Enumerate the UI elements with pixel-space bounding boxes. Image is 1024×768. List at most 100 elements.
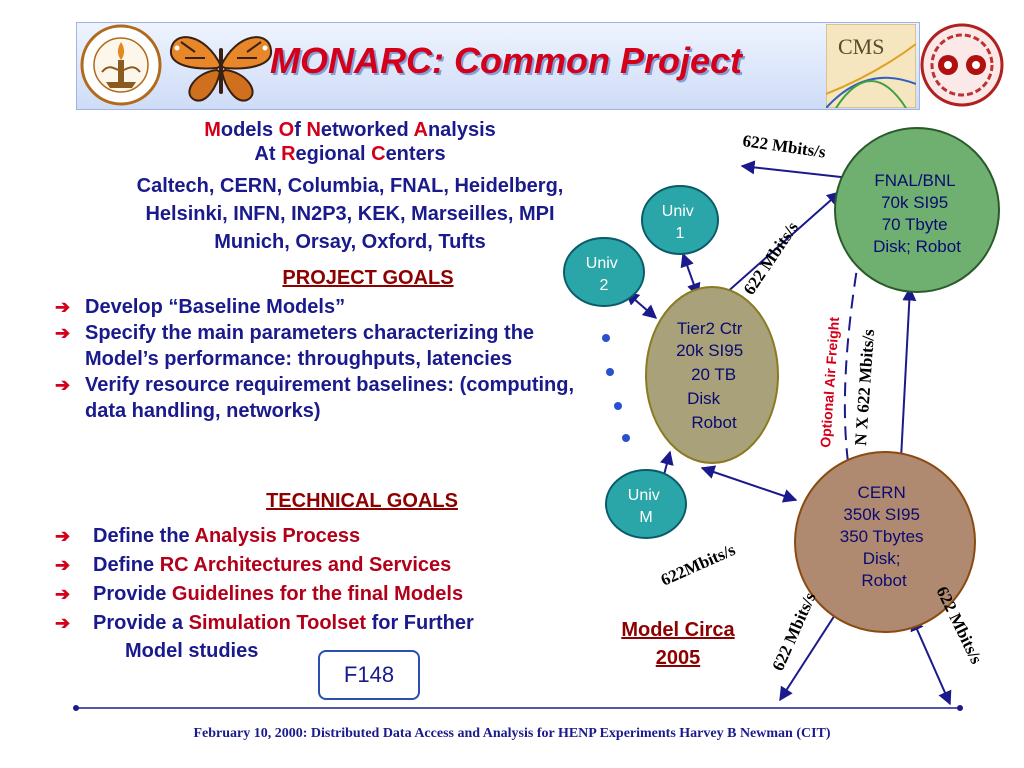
cms-logo-text: CMS	[838, 34, 884, 59]
model-circa-line-2: 2005	[655, 647, 701, 669]
technical-goal-highlight: Analysis Process	[194, 525, 361, 547]
technical-goal-text: Define	[93, 554, 160, 576]
footer-text: February 10, 2000: Distributed Data Acce…	[193, 726, 831, 741]
acronym-word: nalysis	[427, 119, 496, 141]
right-arrow-icon: ➔	[55, 555, 71, 575]
acronym-initial: C	[371, 143, 386, 165]
svg-text:FNAL/BNL 70k SI95: FNAL/BNL 70k SI95 70 Tbyte Disk; Robot	[873, 171, 961, 256]
svg-text:Univ 1: Univ 1	[662, 203, 698, 242]
technical-goal-highlight: Simulation Toolset	[188, 612, 367, 634]
technical-goals-list: ➔ Define the Analysis Process ➔ Define R…	[55, 522, 615, 664]
caltech-seal-logo	[80, 24, 162, 106]
institutes-line-3: Munich, Orsay, Oxford, Tufts	[214, 231, 486, 253]
project-goal-text: Verify resource requirement baselines: (…	[85, 374, 575, 422]
acronym-initial: N	[306, 119, 321, 141]
link-cern-to-fnal	[893, 286, 917, 480]
acronym-word: odels	[220, 119, 279, 141]
cern-node: CERN 350k SI95 350 Tbytes Disk; Robot	[794, 451, 976, 633]
tier2-line: 20k SI95	[676, 341, 743, 360]
fnal-line: FNAL/BNL	[874, 171, 955, 190]
fnal-line: 70k SI95	[881, 193, 948, 212]
acronym-initial: M	[204, 119, 221, 141]
fnal-line: 70 Tbyte	[882, 215, 948, 234]
cms-logo: CMS	[826, 24, 916, 108]
univ-1-node: Univ 1	[641, 185, 719, 255]
link-label-top: 622 Mbits/s	[741, 131, 827, 162]
footer-divider-end	[957, 705, 963, 711]
svg-text:Univ M: Univ M	[628, 487, 664, 526]
ellipsis-dot	[614, 402, 622, 410]
fnal-line: Disk; Robot	[873, 237, 961, 256]
technical-goal-highlight: RC Architectures and Services	[159, 554, 452, 576]
model-circa-caption: Model Circa 2005	[598, 616, 758, 672]
cern-line: 350k SI95	[843, 505, 920, 524]
detector-logo	[920, 23, 1004, 107]
f148-label-box: F148	[318, 650, 420, 700]
optional-air-freight-path	[843, 248, 865, 463]
project-goal-text: Specify the main parameters characterizi…	[85, 322, 535, 370]
project-goal-text: Develop “Baseline Models”	[85, 296, 346, 318]
technical-goal-text: Define the	[93, 525, 195, 547]
acronym-line-2: At Regional Centers	[30, 142, 670, 166]
project-goal-item: ➔ Specify the main parameters characteri…	[55, 320, 595, 372]
cern-line: 350 Tbytes	[840, 527, 924, 546]
right-arrow-icon: ➔	[55, 584, 71, 604]
link-tier2-to-cern	[700, 465, 798, 503]
link-cern-down-left	[779, 602, 843, 702]
right-arrow-icon: ➔	[55, 297, 71, 317]
cern-line: CERN	[858, 483, 906, 502]
footer-divider-end	[73, 705, 79, 711]
technical-goal-item: ➔ Provide Guidelines for the final Model…	[55, 580, 615, 609]
participating-institutes: Caltech, CERN, Columbia, FNAL, Heidelber…	[30, 172, 670, 256]
project-goals-heading: PROJECT GOALS	[282, 267, 454, 289]
acronym-word: etworked	[320, 119, 414, 141]
svg-text:Univ 2: Univ 2	[586, 255, 622, 294]
acronym-initial: A	[413, 119, 428, 141]
institutes-line-1: Caltech, CERN, Columbia, FNAL, Heidelber…	[136, 175, 564, 197]
project-goal-item: ➔ Develop “Baseline Models”	[55, 294, 595, 320]
link-label-cern-right: 622 Mbits/s	[932, 583, 986, 667]
technical-goal-item: ➔ Provide a Simulation Toolset for Furth…	[55, 609, 615, 638]
right-arrow-icon: ➔	[55, 526, 71, 546]
institutes-line-2: Helsinki, INFN, IN2P3, KEK, Marseilles, …	[145, 203, 555, 225]
right-arrow-icon: ➔	[55, 323, 71, 343]
link-cern-down-right	[910, 616, 952, 706]
acronym-word: f	[294, 119, 307, 141]
technical-goal-continuation: Model studies	[125, 640, 259, 662]
tier2-line: Disk	[687, 389, 721, 408]
tier2-line: Robot	[691, 413, 737, 432]
fnal-bnl-node: FNAL/BNL 70k SI95 70 Tbyte Disk; Robot	[834, 127, 1000, 293]
right-arrow-icon: ➔	[55, 375, 71, 395]
link-label-tier2-fnal: 622 Mbits/s	[740, 218, 803, 298]
acronym-line-1: Models Of Networked Analysis	[30, 118, 670, 142]
acronym-initial: R	[281, 143, 296, 165]
link-tier2-to-fnal	[714, 191, 842, 303]
univ-m-node: Univ M	[605, 469, 687, 539]
project-goal-item: ➔ Verify resource requirement baselines:…	[55, 372, 595, 424]
technical-goal-item: ➔ Define the Analysis Process	[55, 522, 615, 551]
cern-line: Robot	[861, 571, 907, 590]
cern-line: Disk;	[863, 549, 901, 568]
project-goals-list: ➔ Develop “Baseline Models” ➔ Specify th…	[55, 294, 595, 424]
technical-goal-text: Provide a	[93, 612, 189, 634]
tier2-line: Tier2 Ctr	[677, 319, 743, 338]
technical-goal-highlight: Guidelines for the final Models	[171, 583, 464, 605]
technical-goals-heading: TECHNICAL GOALS	[266, 490, 458, 512]
tier2-line: 20 TB	[691, 365, 736, 384]
acronym-initial: O	[278, 119, 295, 141]
optional-air-freight-label: Optional Air Freight	[817, 316, 842, 448]
link-label-tier2-cern: 622Mbits/s	[658, 540, 739, 590]
svg-text:CERN 350k SI95 350: CERN 350k SI95 350 Tbytes Disk; Robot	[840, 483, 929, 590]
technical-goal-item: ➔ Define RC Architectures and Services	[55, 551, 615, 580]
model-circa-line-1: Model Circa	[621, 619, 735, 641]
acronym-word: egional	[295, 143, 372, 165]
link-label-nx622: N X 622 Mbits/s	[851, 328, 878, 446]
svg-text:Tier2 Ctr 20k SI95: Tier2 Ctr 20k SI95 20 TB Disk Robot	[676, 319, 748, 432]
ellipsis-dot	[622, 434, 630, 442]
ellipsis-dot	[602, 334, 610, 342]
acronym-expansion: Models Of Networked Analysis At Regional…	[30, 118, 670, 166]
acronym-word: enters	[385, 143, 446, 165]
page-title: MONARC: Common Project	[270, 40, 743, 81]
technical-goal-text: for Further	[366, 612, 474, 634]
